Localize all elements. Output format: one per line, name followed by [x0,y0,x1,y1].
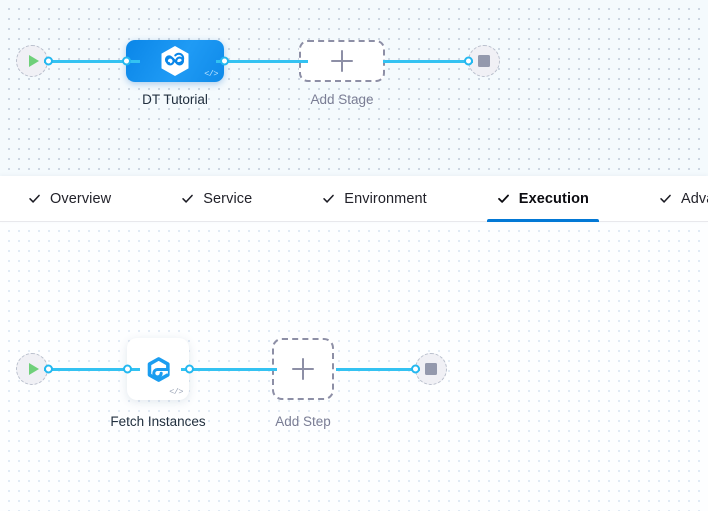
tab-label: Execution [518,190,589,207]
check-icon [182,194,194,203]
harness-infinity-hexagon-icon [161,46,189,76]
edge-start-to-step [44,368,140,371]
tab-overview[interactable]: Overview [14,176,125,221]
step-input-port[interactable] [122,364,132,374]
pipeline-stage-tabs: Overview Service Environment Execution A [0,176,708,222]
execution-step-canvas[interactable]: </> Fetch Instances Add Step [0,222,708,511]
end-input-port[interactable] [463,56,473,66]
stage-node-dt-tutorial[interactable]: </> [121,40,229,82]
check-icon [323,194,335,203]
code-badge-icon: </> [204,69,218,79]
add-stage-label: Add Stage [310,92,374,107]
play-icon [28,55,39,67]
start-output-port[interactable] [43,56,53,66]
tab-environment[interactable]: Environment [308,176,441,221]
check-icon [29,194,40,203]
stage-input-port[interactable] [121,56,131,66]
start-circle [16,353,48,385]
step-end-node[interactable] [410,353,447,385]
tab-label: Overview [50,190,112,207]
tab-label: Advanced [681,190,708,207]
start-circle [16,45,48,77]
edge-add-stage-to-end [383,59,473,63]
stage-end-node[interactable] [463,45,500,77]
stop-icon [425,363,437,375]
add-stage-button[interactable] [299,40,385,82]
stage-label-dt-tutorial: DT Tutorial [142,92,208,107]
tab-label: Environment [344,190,427,207]
tab-execution[interactable]: Execution [483,176,603,222]
check-icon [497,194,509,203]
add-step-label: Add Step [275,414,331,429]
edge-stage-to-add-stage [216,59,308,63]
spot-elastigroup-icon [147,356,170,382]
start-output-port[interactable] [43,364,53,374]
stage-pill[interactable]: </> [126,40,224,82]
add-stage-node[interactable] [299,40,385,82]
plus-icon [292,358,314,380]
end-circle [415,353,447,385]
add-step-node[interactable] [272,338,334,400]
stage-output-port[interactable] [219,56,229,66]
tab-label: Service [203,190,253,207]
step-card[interactable]: </> [127,338,189,400]
step-label-fetch-instances: Fetch Instances [110,414,206,429]
code-badge-icon: </> [169,387,183,397]
stage-start-node[interactable] [16,45,53,77]
step-output-port[interactable] [184,364,194,374]
stop-icon [478,55,490,67]
edge-add-step-to-end [336,368,420,371]
plus-icon [331,50,353,72]
play-icon [28,363,39,375]
end-input-port[interactable] [410,364,420,374]
step-start-node[interactable] [16,353,53,385]
tab-advanced[interactable]: Advanced [645,176,708,221]
step-node-fetch-instances[interactable]: </> [122,338,194,400]
edge-step-to-add-step [181,368,277,371]
check-icon [660,194,671,203]
edge-start-to-stage [44,59,140,63]
pipeline-stage-canvas[interactable]: </> DT Tutorial Add Stage [0,0,708,176]
tab-service[interactable]: Service [167,176,266,221]
add-step-button[interactable] [272,338,334,400]
